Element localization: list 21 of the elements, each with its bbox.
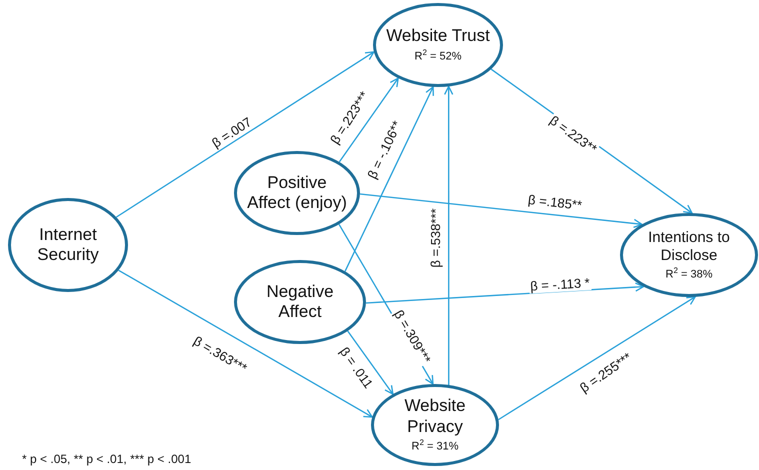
construct-name: Negative Affect [265,282,335,322]
r-squared: R$^{2}$ = 52% [414,48,462,64]
construct-name: Internet Security [36,224,100,266]
construct-name: Website Privacy [403,396,467,437]
arrow [116,51,375,218]
arrow [366,282,644,304]
significance-note: * p < .05, ** p < .01, *** p < .001 [22,452,192,466]
arrow [360,193,643,228]
r-squared: R$^{2}$ = 38% [666,266,712,282]
arrow [118,270,373,418]
arrow [444,86,454,385]
construct-name: Positive Affect (enjoy) [246,172,348,214]
edge-label: β = -.113 * [528,276,592,294]
arrow [347,330,394,395]
edge-label: β =.538*** [428,207,444,269]
construct-name: Website Trust [386,26,490,47]
construct-name: Intentions to Disclose [647,228,731,265]
r-squared: R$^{2}$ = 31% [412,438,458,454]
arrow [498,296,696,420]
arrow [344,86,434,272]
arrow [338,78,399,162]
